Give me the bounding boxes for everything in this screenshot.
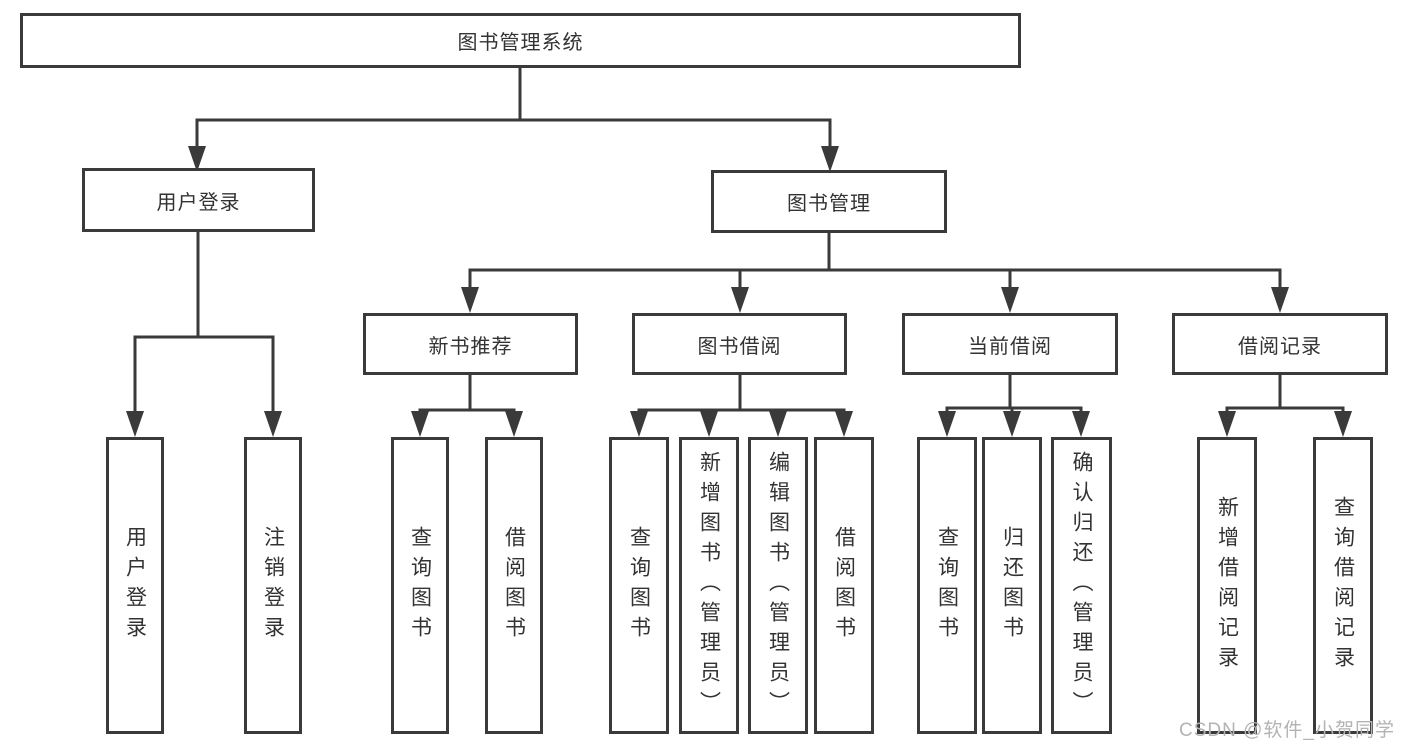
arrow-icon [630, 411, 648, 437]
node-label: 借阅图书 [502, 525, 526, 646]
node-label: 图书管理 [787, 193, 871, 215]
arrow-icon [835, 411, 853, 437]
leaf-edit-books-admin: 编辑图书（管理员） [748, 437, 808, 734]
node-label: 新书推荐 [428, 335, 513, 358]
node-label: 新增图书（管理员） [697, 450, 721, 721]
node-label: 查询图书 [408, 525, 432, 646]
node-book-management: 图书管理 [711, 170, 947, 233]
connector-book-borrow [637, 373, 846, 415]
node-borrow-records: 借阅记录 [1172, 313, 1388, 375]
node-label: 当前借阅 [968, 335, 1052, 358]
node-label: 查询图书 [935, 525, 959, 646]
leaf-query-books-recommend: 查询图书 [391, 437, 449, 734]
csdn-watermark: CSDN @软件_小贺同学 [1179, 720, 1395, 741]
node-root: 图书管理系统 [20, 13, 1021, 68]
connector-new-book [418, 373, 516, 415]
arrow-icon [1001, 287, 1019, 313]
arrow-icon [1271, 287, 1289, 313]
leaf-confirm-return-admin: 确认归还（管理员） [1051, 437, 1112, 734]
arrow-icon [1003, 411, 1021, 437]
connector-user-login [133, 230, 275, 415]
arrow-icon [938, 411, 956, 437]
arrow-icon [411, 411, 429, 437]
node-label: 确认归还（管理员） [1070, 450, 1093, 721]
connector-borrow-records [1225, 373, 1345, 415]
arrow-icon [731, 287, 749, 313]
arrow-icon [126, 411, 144, 437]
connector-book-management [468, 231, 1282, 291]
node-label: 查询借阅记录 [1331, 495, 1355, 676]
node-label: 图书管理系统 [457, 32, 584, 54]
leaf-borrow-books: 借阅图书 [814, 437, 874, 734]
node-label: 查询图书 [627, 525, 651, 646]
connector-current-borrow [945, 373, 1083, 415]
node-label: 图书借阅 [697, 335, 782, 358]
connector-root [195, 66, 832, 150]
leaf-query-books-borrow: 查询图书 [609, 437, 669, 734]
arrow-icon [1334, 411, 1352, 437]
arrow-icon [264, 411, 282, 437]
leaf-query-books-current: 查询图书 [917, 437, 977, 734]
arrow-icon [1072, 411, 1090, 437]
node-label: 归还图书 [1000, 525, 1024, 646]
leaf-borrow-books-recommend: 借阅图书 [485, 437, 543, 734]
node-label: 新增借阅记录 [1215, 495, 1239, 676]
leaf-add-books-admin: 新增图书（管理员） [679, 437, 739, 734]
leaf-user-login: 用户登录 [106, 437, 164, 734]
node-label: 借阅记录 [1238, 335, 1322, 358]
arrow-icon [700, 411, 718, 437]
node-label: 借阅图书 [832, 525, 856, 646]
leaf-logout-login: 注销登录 [244, 437, 302, 734]
node-book-borrow: 图书借阅 [632, 313, 847, 375]
arrow-icon [769, 411, 787, 437]
leaf-add-borrow-record: 新增借阅记录 [1197, 437, 1257, 734]
arrow-icon [1218, 411, 1236, 437]
node-label: 编辑图书（管理员） [766, 450, 790, 721]
arrow-icon [505, 411, 523, 437]
leaf-return-books: 归还图书 [982, 437, 1042, 734]
node-label: 用户登录 [123, 525, 147, 646]
node-current-borrow: 当前借阅 [902, 313, 1118, 375]
leaf-query-borrow-record: 查询借阅记录 [1313, 437, 1373, 734]
node-new-book-recommend: 新书推荐 [363, 313, 578, 375]
node-label: 注销登录 [261, 525, 285, 646]
arrow-icon [461, 287, 479, 313]
node-user-login: 用户登录 [82, 168, 315, 232]
node-label: 用户登录 [156, 191, 241, 214]
arrow-icon [821, 146, 839, 172]
